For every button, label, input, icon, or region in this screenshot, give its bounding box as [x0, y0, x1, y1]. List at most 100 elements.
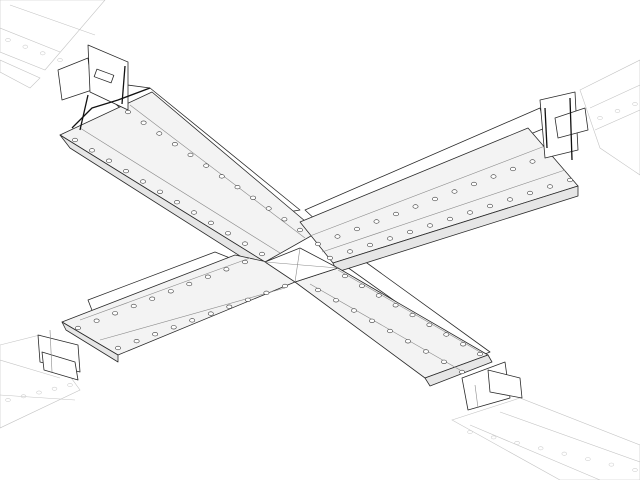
perforation-hole	[191, 210, 197, 215]
perforation-hole	[189, 318, 196, 323]
perforation-hole	[115, 345, 121, 351]
perforation-hole	[405, 339, 411, 344]
perforation-hole	[123, 169, 129, 174]
perforation-hole	[207, 311, 214, 316]
perforation-hole	[315, 287, 321, 293]
perforation-hole	[351, 308, 357, 313]
perforation-hole	[427, 223, 433, 228]
perforation-hole	[443, 332, 450, 337]
perforation-hole	[367, 242, 373, 248]
perforation-hole	[259, 251, 265, 257]
perforation-hole	[171, 142, 178, 147]
perforation-hole	[242, 241, 248, 246]
perforation-hole	[426, 322, 433, 327]
perforation-hole	[225, 231, 231, 236]
perforation-hole	[537, 446, 544, 451]
perforation-hole	[373, 219, 380, 224]
perforation-hole	[281, 217, 288, 222]
perforation-hole	[432, 196, 438, 202]
perforation-hole	[460, 342, 466, 347]
perforation-hole	[387, 328, 393, 334]
perforation-hole	[170, 325, 177, 330]
perforation-hole	[561, 451, 567, 456]
ghost-profile-upper-left	[0, 0, 106, 89]
perforation-hole	[244, 297, 251, 302]
perforation-hole	[510, 166, 516, 172]
arm-upper-left	[59, 91, 319, 271]
perforation-hole	[632, 468, 638, 472]
perforation-hole	[67, 383, 73, 387]
perforation-hole	[263, 290, 270, 296]
arm-lower-left	[61, 254, 296, 363]
perforation-hole	[242, 259, 248, 265]
perforation-hole	[369, 318, 375, 323]
perforation-hole	[327, 255, 333, 261]
perforation-hole	[459, 369, 465, 375]
perforation-hole	[490, 174, 497, 179]
perforation-hole	[447, 216, 453, 222]
perforation-hole	[5, 38, 11, 42]
perforation-hole	[250, 195, 256, 200]
ghost-profile-upper-right	[579, 59, 640, 176]
perforation-hole	[358, 283, 365, 288]
perforation-hole	[315, 241, 321, 247]
perforation-hole	[208, 220, 214, 225]
perforation-hole	[490, 435, 497, 440]
perforation-hole	[407, 229, 413, 235]
perforation-hole	[608, 462, 615, 467]
perforation-hole	[265, 206, 272, 211]
perforation-hole	[597, 116, 603, 120]
perforation-hole	[203, 163, 210, 168]
ghost-profile-lower-right	[451, 397, 640, 480]
perforation-hole	[467, 430, 473, 434]
perforation-hole	[140, 120, 147, 125]
perforation-hole	[57, 58, 63, 62]
perforation-hole	[112, 311, 118, 316]
perforation-hole	[354, 226, 360, 232]
perforation-hole	[347, 249, 353, 254]
perforation-hole	[36, 390, 42, 395]
connector-bracket-upper-right	[539, 91, 589, 161]
perforation-hole	[223, 267, 230, 272]
perforation-hole	[282, 283, 288, 289]
perforation-hole	[72, 137, 78, 143]
perforation-hole	[467, 210, 473, 215]
perforation-hole	[140, 179, 146, 184]
perforation-hole	[527, 190, 533, 196]
perforation-hole	[234, 185, 241, 190]
perforation-hole	[149, 296, 156, 301]
perforation-hole	[156, 131, 163, 136]
perforation-hole	[22, 44, 28, 49]
perforation-hole	[157, 189, 163, 194]
perforation-hole	[375, 293, 382, 298]
perforation-hole	[412, 204, 419, 209]
cross-center-hub	[264, 247, 339, 283]
perforation-hole	[342, 273, 348, 279]
perforation-hole	[334, 234, 341, 239]
perforation-hole	[51, 386, 58, 391]
perforation-hole	[477, 351, 483, 357]
ghost-profile-lower-left	[0, 334, 81, 429]
perforation-hole	[75, 325, 81, 331]
connector-bracket-lower-left	[37, 329, 81, 381]
perforation-hole	[507, 197, 513, 202]
perforation-hole	[218, 174, 225, 179]
perforation-hole	[441, 359, 447, 364]
perforation-hole	[5, 398, 11, 402]
perforation-hole	[186, 281, 193, 287]
perforation-hole	[297, 227, 303, 233]
perforation-hole	[614, 109, 621, 113]
perforation-hole	[125, 109, 131, 115]
perforation-hole	[387, 236, 393, 241]
perforation-hole	[632, 102, 638, 106]
perforation-hole	[333, 298, 339, 303]
perforation-hole	[409, 312, 416, 318]
perforation-hole	[393, 211, 399, 217]
perforation-hole	[187, 152, 194, 157]
perforation-hole	[39, 51, 46, 56]
perforation-hole	[392, 303, 399, 308]
perforation-hole	[567, 177, 573, 183]
connector-bracket-lower-right	[461, 361, 523, 411]
perforation-hole	[106, 158, 112, 163]
